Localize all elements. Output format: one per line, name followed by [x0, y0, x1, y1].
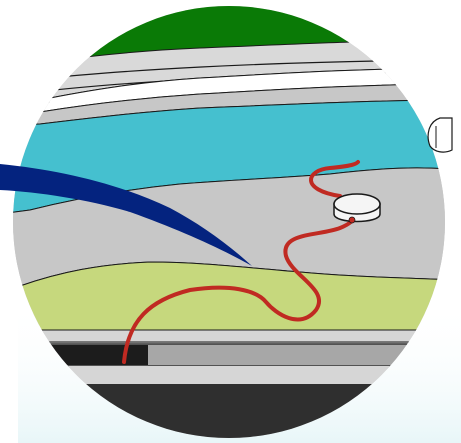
edge-object — [427, 117, 453, 153]
probe-needle — [0, 164, 252, 266]
sensor-cable — [122, 214, 356, 364]
sensor-device — [333, 193, 381, 224]
plate-layer — [13, 329, 445, 343]
green-layer — [13, 261, 445, 331]
sensor-top — [333, 193, 381, 215]
sensor-port — [348, 216, 356, 224]
lower-layer — [13, 366, 445, 384]
sensor-cable-top — [309, 160, 360, 198]
